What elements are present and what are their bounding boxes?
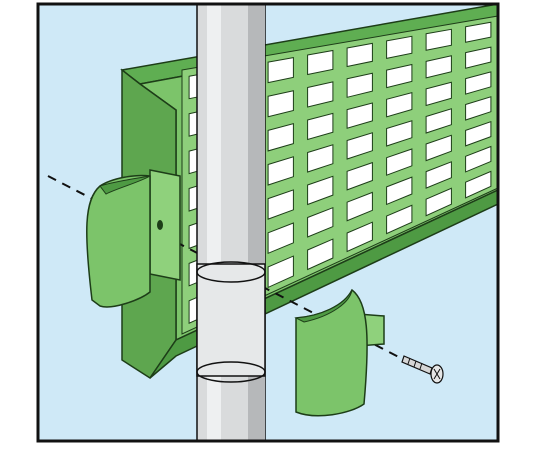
panel-hole xyxy=(267,156,294,186)
left-clamp-shell xyxy=(85,174,151,308)
panel-hole xyxy=(346,132,373,160)
pole-sleeve xyxy=(196,263,266,377)
panel-hole xyxy=(465,46,492,69)
screw-slot xyxy=(433,368,441,380)
frame-border xyxy=(36,2,500,443)
panel-hole xyxy=(267,57,294,84)
panel-hole xyxy=(267,255,294,289)
panel-hole xyxy=(346,221,373,253)
left-clamp-tab xyxy=(149,169,181,281)
left-clamp xyxy=(85,169,181,308)
panel-hole xyxy=(307,49,334,76)
panel-hole xyxy=(307,206,334,238)
panel-hole xyxy=(425,187,452,217)
panel-hole xyxy=(386,120,413,147)
screw-thread xyxy=(407,357,411,365)
panel-hole xyxy=(386,63,413,89)
screw-thread xyxy=(413,360,417,368)
screw-thread xyxy=(419,362,423,370)
panel-hole xyxy=(267,189,294,220)
panel-hole xyxy=(465,120,492,147)
panel-hole xyxy=(386,92,413,118)
panel-hole xyxy=(307,81,334,108)
panel-hole xyxy=(465,145,492,173)
pole-sleeve-top xyxy=(196,261,266,283)
panel-hole xyxy=(425,81,452,107)
right-clamp-inner xyxy=(294,289,353,323)
right-clamp xyxy=(294,288,385,417)
panel-hole xyxy=(346,42,373,68)
panel-hole xyxy=(465,96,492,121)
panel-hole xyxy=(307,144,334,173)
panel-hole xyxy=(307,238,334,271)
panel-hole xyxy=(465,71,492,95)
panel-hole xyxy=(425,161,452,189)
panel-hole xyxy=(465,170,492,199)
panel-hole xyxy=(425,108,452,134)
pole xyxy=(196,3,266,442)
left-clamp-inner xyxy=(99,175,151,195)
panel-hole xyxy=(386,35,413,60)
panel-hole xyxy=(346,102,373,129)
panel-hole xyxy=(267,90,294,118)
panel-hole xyxy=(386,148,413,176)
panel-hole xyxy=(425,134,452,162)
screw-icon xyxy=(401,355,444,384)
panel-hole xyxy=(346,72,373,98)
panel-hole xyxy=(465,21,492,43)
panel-hole xyxy=(346,191,373,222)
panel-hole xyxy=(267,123,294,152)
panel-hole xyxy=(425,28,452,51)
panel-hole xyxy=(346,161,373,191)
panel-hole xyxy=(267,222,294,255)
panel-hole xyxy=(307,112,334,141)
panel-hole xyxy=(386,176,413,206)
pole-sleeve-bottom xyxy=(196,361,266,383)
panel-hole xyxy=(386,204,413,235)
left-clamp-hole xyxy=(157,220,163,230)
panel-hole xyxy=(425,55,452,79)
panel-hole xyxy=(307,175,334,206)
